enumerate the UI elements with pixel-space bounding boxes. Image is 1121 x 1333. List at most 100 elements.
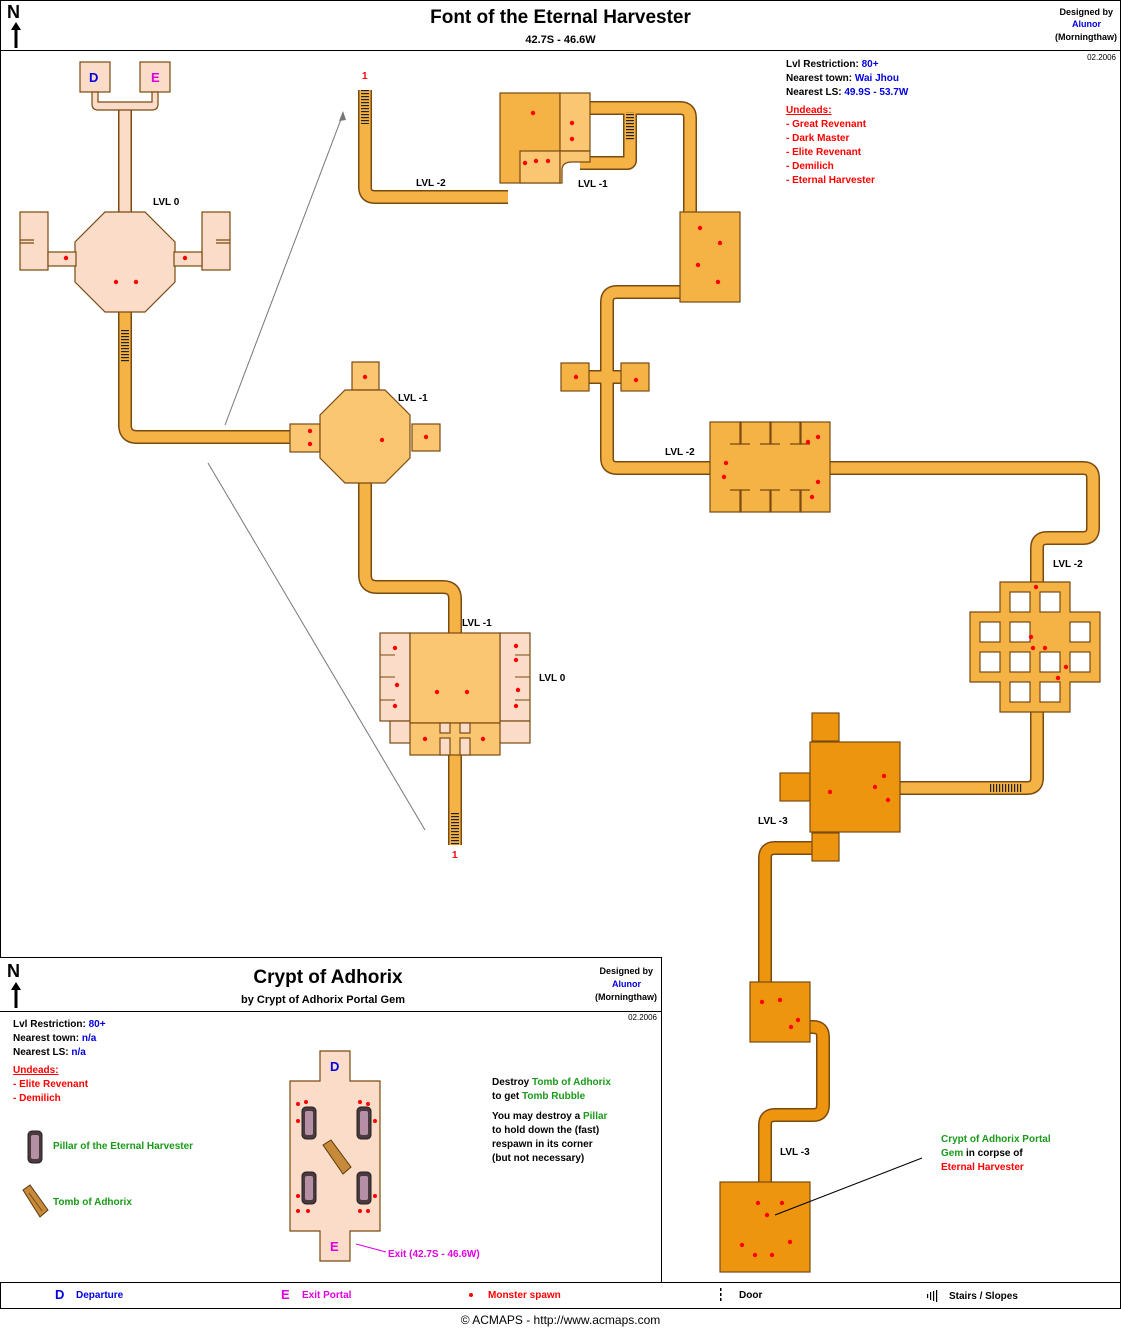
- crypt-undeads-label: Undeads:: [13, 1065, 59, 1076]
- footer-copyright: © ACMAPS - http://www.acmaps.com: [460, 1313, 661, 1327]
- legend-door: Door: [739, 1290, 763, 1301]
- stairs-link-top: 1: [362, 71, 368, 82]
- note-may-destroy: You may destroy a: [492, 1111, 583, 1122]
- portal-gem-callout: Crypt of Adhorix Portal Gem in corpse of…: [941, 1133, 1051, 1175]
- level-label: LVL -2: [665, 447, 695, 458]
- crypt-ls-label: Nearest LS:: [13, 1047, 69, 1058]
- lvl-restriction-label: Lvl Restriction:: [786, 59, 859, 70]
- exit-pointer-line: [356, 1243, 387, 1253]
- undead-item: - Great Revenant: [786, 119, 867, 130]
- lvl0-top-structure: [19, 61, 231, 313]
- lvl-2-top-building: [499, 92, 591, 184]
- callout-gem: Gem: [941, 1148, 964, 1159]
- level-label: LVL 0: [153, 197, 180, 208]
- north-arrow-icon: [11, 22, 21, 48]
- callout-corpse: in corpse of: [963, 1148, 1023, 1159]
- crypt-designed-by: Designed by: [599, 966, 653, 976]
- crypt-ls-value: n/a: [71, 1047, 86, 1058]
- crypt-monster-spawns: [296, 1100, 377, 1213]
- crypt-inset: N Crypt of Adhorix by Crypt of Adhorix P…: [0, 957, 662, 1283]
- crypt-room-map: [289, 1050, 381, 1262]
- stairs-link-bottom: 1: [452, 850, 458, 861]
- lvl-3-rooms: [719, 712, 901, 1273]
- map-title: Font of the Eternal Harvester: [430, 7, 691, 28]
- designed-by-label: Designed by: [1059, 7, 1113, 17]
- legend-stairs: Stairs / Slopes: [949, 1291, 1018, 1302]
- lvl-1-bottom-complex: [379, 632, 531, 756]
- crypt-undead-item: - Demilich: [13, 1093, 61, 1104]
- level-label: LVL -2: [416, 178, 446, 189]
- note-line: to hold down the (fast): [492, 1125, 600, 1136]
- crypt-title: Crypt of Adhorix: [253, 967, 403, 988]
- info-block: Lvl Restriction: 80+ Nearest town: Wai J…: [786, 58, 908, 188]
- crypt-lvl-value: 80+: [88, 1019, 106, 1030]
- level-label: LVL -1: [578, 179, 608, 190]
- undeads-label: Undeads:: [786, 105, 832, 116]
- level-label: LVL -2: [1053, 559, 1083, 570]
- pillar-legend-label: Pillar of the Eternal Harvester: [53, 1141, 194, 1152]
- legend-d-symbol: D: [55, 1287, 65, 1302]
- header-divider: [0, 50, 1121, 51]
- crypt-info-block: Lvl Restriction: 80+ Nearest town: n/a N…: [13, 1018, 106, 1106]
- crypt-undead-item: - Elite Revenant: [13, 1079, 89, 1090]
- undead-item: - Demilich: [786, 161, 834, 172]
- crypt-exit-marker: E: [330, 1239, 339, 1254]
- legend-departure: Departure: [76, 1290, 124, 1301]
- lvl-restriction-value: 80+: [861, 59, 879, 70]
- callout-line-1: Crypt of Adhorix Portal: [941, 1134, 1051, 1145]
- note-rubble: Tomb Rubble: [522, 1091, 586, 1102]
- level-label: LVL 0: [539, 673, 566, 684]
- legend-exit-portal: Exit Portal: [302, 1290, 352, 1301]
- nearest-ls-label: Nearest LS:: [786, 87, 842, 98]
- crypt-exit-label: Exit (42.7S - 46.6W): [388, 1249, 480, 1260]
- crypt-designer: Alunor: [612, 979, 641, 989]
- exit-marker: E: [151, 70, 160, 85]
- map-coords: 42.7S - 46.6W: [525, 34, 596, 46]
- crypt-lvl-label: Lvl Restriction:: [13, 1019, 86, 1030]
- level-label: LVL -1: [398, 393, 428, 404]
- note-to-get: to get: [492, 1091, 522, 1102]
- door-icon: [720, 1288, 722, 1301]
- stairs-icon: [927, 1290, 938, 1302]
- crypt-town-value: n/a: [81, 1033, 97, 1044]
- note-line: (but not necessary): [492, 1153, 585, 1164]
- nearest-ls-value: 49.9S - 53.7W: [844, 87, 909, 98]
- crypt-notes: Destroy Tomb of Adhorix to get Tomb Rubb…: [492, 1076, 611, 1166]
- crypt-north-arrow-icon: [11, 982, 21, 1008]
- crypt-header-divider: [0, 1011, 661, 1012]
- monster-spawns: [63, 110, 1069, 1258]
- note-tomb: Tomb of Adhorix: [532, 1077, 611, 1088]
- pillar-icon: [27, 1130, 43, 1164]
- legend-monster-spawn: Monster spawn: [488, 1290, 561, 1301]
- nearest-town-value: Wai Jhou: [854, 73, 899, 84]
- pillar-icon: [301, 1106, 372, 1205]
- note-line: respawn in its corner: [492, 1139, 593, 1150]
- undead-item: - Eternal Harvester: [786, 175, 875, 186]
- callout-line: [774, 1157, 923, 1216]
- crypt-departure-marker: D: [330, 1059, 340, 1074]
- level-label: LVL -3: [758, 816, 788, 827]
- connector-lines: [207, 111, 426, 831]
- designer-server: (Morningthaw): [1055, 32, 1117, 42]
- tomb-icon: [322, 1139, 352, 1175]
- note-destroy: Destroy: [492, 1077, 533, 1088]
- note-pillar: Pillar: [582, 1111, 608, 1122]
- level-label: LVL -1: [462, 618, 492, 629]
- crypt-date: 02.2006: [628, 1013, 657, 1022]
- crypt-subtitle: by Crypt of Adhorix Portal Gem: [240, 994, 405, 1006]
- lvl-1-diamond: [289, 361, 441, 484]
- undead-item: - Elite Revenant: [786, 147, 862, 158]
- level-label: LVL -3: [780, 1147, 810, 1158]
- tomb-icon: [22, 1184, 49, 1218]
- legend-spawn-dot: [469, 1293, 473, 1297]
- map-date: 02.2006: [1087, 53, 1116, 62]
- legend-e-symbol: E: [281, 1287, 290, 1302]
- crypt-server: (Morningthaw): [595, 992, 657, 1002]
- tomb-legend-label: Tomb of Adhorix: [53, 1197, 132, 1208]
- crypt-north-label: N: [7, 961, 20, 981]
- designer-name: Alunor: [1072, 19, 1101, 29]
- callout-harvester: Eternal Harvester: [941, 1162, 1024, 1173]
- undead-item: - Dark Master: [786, 133, 850, 144]
- crypt-town-label: Nearest town:: [13, 1033, 80, 1044]
